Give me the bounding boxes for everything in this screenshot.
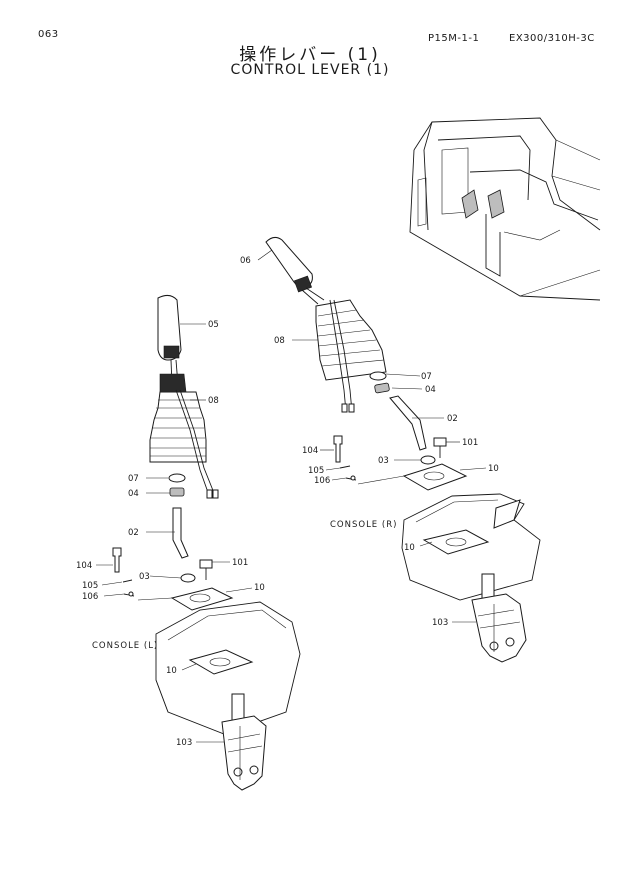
boot-right xyxy=(315,299,387,381)
plate-right-upper xyxy=(402,463,468,491)
callout-105-right: 105 xyxy=(308,466,324,476)
callout-104-right: 104 xyxy=(302,446,318,456)
callout-101-right: 101 xyxy=(462,438,478,448)
callout-04-right: 04 xyxy=(425,385,436,395)
model-code: EX300/310H-3C xyxy=(509,33,595,44)
plate-left-upper xyxy=(170,587,234,611)
callout-106-right: 106 xyxy=(314,476,330,486)
callout-103-right: 103 xyxy=(432,618,448,628)
shaft-left xyxy=(172,507,189,559)
console-left-label: CONSOLE (L) xyxy=(92,641,158,651)
callout-106-left: 106 xyxy=(82,592,98,602)
callout-101-left: 101 xyxy=(232,558,248,568)
callout-04-left: 04 xyxy=(128,489,139,499)
right-lever-assembly: 06 08 07 04 02 104 101 03 105 10 106 CON… xyxy=(240,236,541,663)
callout-103-left: 103 xyxy=(176,738,192,748)
callout-10-right-lower: 10 xyxy=(404,543,415,553)
callout-05: 05 xyxy=(208,320,219,330)
console-right-label: CONSOLE (R) xyxy=(330,520,397,530)
nut-right xyxy=(374,382,390,394)
page-number: 063 xyxy=(38,29,59,40)
callout-10-left-lower: 10 xyxy=(166,666,177,676)
plate-left-lower xyxy=(188,649,254,675)
callout-06: 06 xyxy=(240,256,251,266)
callout-07-left: 07 xyxy=(128,474,139,484)
callout-10-right-upper: 10 xyxy=(488,464,499,474)
plate-right-lower xyxy=(422,529,490,555)
console-left xyxy=(155,601,301,735)
callout-10-left-upper: 10 xyxy=(254,583,265,593)
washer-right xyxy=(369,371,387,381)
pilot-valve-right xyxy=(471,573,527,663)
callout-105-left: 105 xyxy=(82,581,98,591)
cab-illustration xyxy=(409,117,601,301)
callout-104-left: 104 xyxy=(76,561,92,571)
callout-08-right: 08 xyxy=(274,336,285,346)
title-japanese: 操作レバー (1) xyxy=(239,45,381,65)
callout-03-left: 03 xyxy=(139,572,150,582)
boot-left xyxy=(149,373,207,463)
callout-03-right: 03 xyxy=(378,456,389,466)
callout-08-left: 08 xyxy=(208,396,219,406)
nut-left xyxy=(169,487,185,497)
callout-02-left: 02 xyxy=(128,528,139,538)
shaft-right xyxy=(389,395,427,451)
grip-collar-left xyxy=(163,345,180,359)
callout-02-right: 02 xyxy=(447,414,458,424)
console-right xyxy=(401,493,541,601)
callout-07-right: 07 xyxy=(421,372,432,382)
title-english: CONTROL LEVER (1) xyxy=(230,62,390,78)
left-lever-assembly: 05 08 07 04 02 104 03 101 105 106 10 CON… xyxy=(76,294,301,791)
washer-left xyxy=(168,473,186,483)
grip-collar-right xyxy=(293,275,313,293)
pilot-valve-left xyxy=(221,693,267,791)
reference-code: P15M-1-1 xyxy=(428,33,480,44)
